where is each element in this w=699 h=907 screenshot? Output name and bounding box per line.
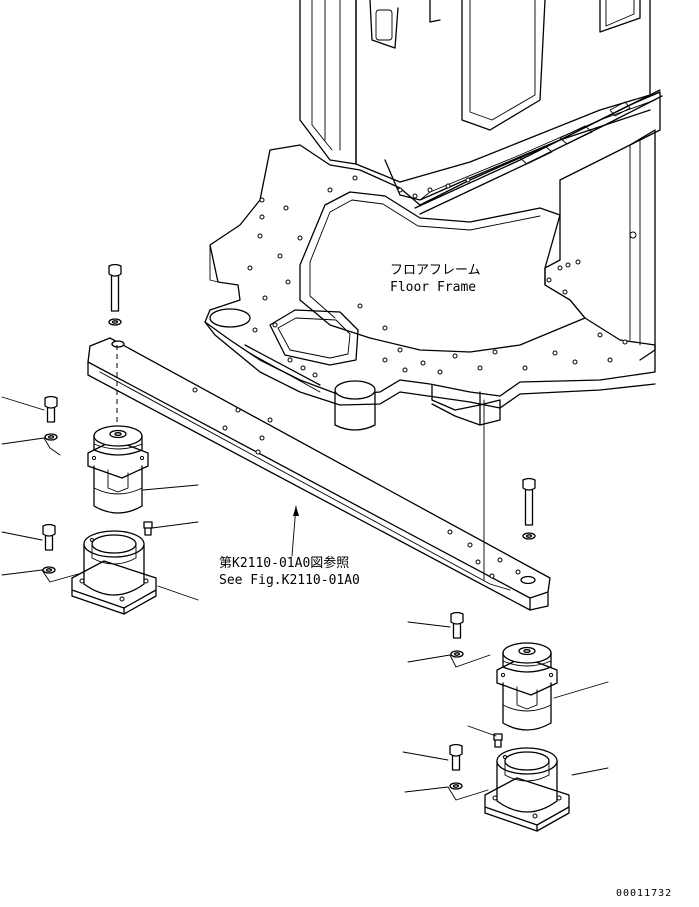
bolt-left-1 bbox=[44, 395, 58, 423]
washer-left-1 bbox=[44, 433, 58, 441]
cab-mount-damper-right bbox=[496, 642, 558, 731]
plug-bolt-right bbox=[493, 733, 503, 748]
mount-bracket-left bbox=[71, 530, 157, 615]
washer-upper-left bbox=[108, 318, 122, 326]
bolt-right-1 bbox=[450, 611, 464, 639]
washer-upper-right bbox=[522, 532, 536, 540]
cross-beam bbox=[87, 337, 551, 611]
bolt-left-2 bbox=[42, 523, 56, 551]
floor-frame-label-jp: フロアフレーム bbox=[390, 263, 481, 278]
plug-bolt-left bbox=[143, 521, 153, 536]
see-fig-label-en: See Fig.K2110-01A0 bbox=[219, 573, 360, 588]
left-mount-assembly bbox=[1, 263, 199, 615]
mount-bracket-right bbox=[484, 747, 570, 832]
frame-holes bbox=[247, 175, 628, 378]
bolt-upper-left bbox=[108, 263, 122, 312]
cab-mount-damper-left bbox=[87, 425, 149, 514]
right-mount-assembly bbox=[402, 477, 609, 832]
floor-frame bbox=[204, 91, 661, 431]
washer-right-1 bbox=[450, 650, 464, 658]
drawing-number: 00011732 bbox=[616, 888, 672, 899]
washer-left-2 bbox=[42, 566, 56, 574]
beam-holes bbox=[192, 387, 521, 579]
floor-frame-label-en: Floor Frame bbox=[390, 280, 476, 295]
bolt-right-2 bbox=[449, 743, 463, 771]
cab-structure bbox=[299, 0, 663, 361]
see-fig-label-jp: 第K2110-01A0図参照 bbox=[219, 555, 349, 571]
washer-right-2 bbox=[449, 782, 463, 790]
bolt-upper-right bbox=[522, 477, 536, 526]
